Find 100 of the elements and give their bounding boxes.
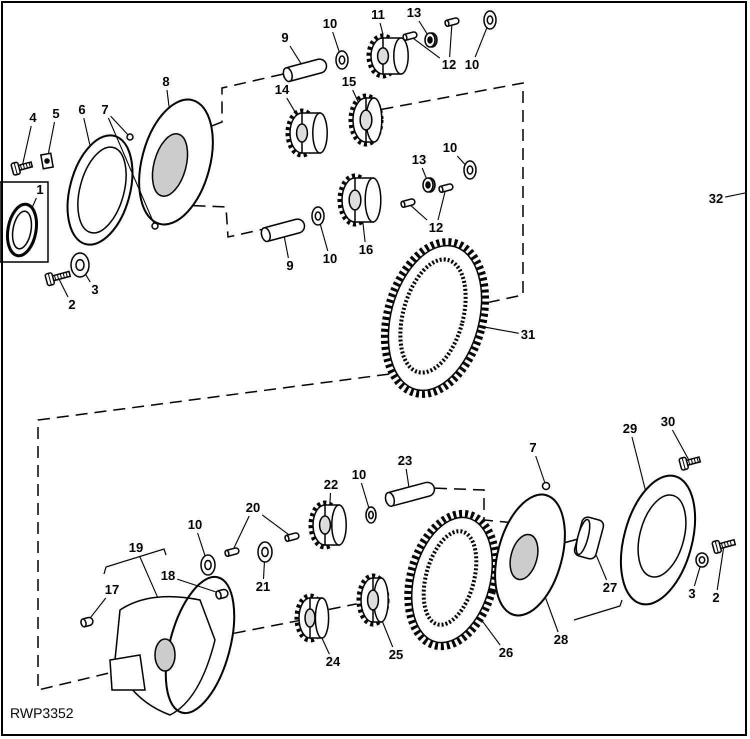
washer-drawing [365, 506, 377, 524]
washer-drawing [695, 552, 709, 568]
callout-number: 9 [280, 31, 290, 45]
bolt-drawing [678, 456, 702, 472]
dashed-assembly-line [37, 373, 390, 691]
gear-drawing [348, 94, 384, 146]
callout-number: 10 [322, 252, 338, 266]
leader-line [382, 622, 394, 648]
leader-line [90, 598, 106, 618]
leader-line [197, 532, 206, 556]
callout-number: 11 [370, 8, 386, 22]
callout-number: 1 [35, 183, 45, 197]
callout-number: 3 [90, 283, 100, 297]
leader-line [286, 98, 296, 112]
leader-line [32, 198, 37, 207]
leader-line [596, 555, 608, 580]
callout-number: 10 [464, 58, 480, 72]
ring-gear-drawing [404, 510, 500, 650]
callout-number: 10 [350, 468, 368, 482]
bolt-drawing [711, 538, 736, 554]
washer-drawing [70, 252, 90, 278]
callout-number: 13 [410, 153, 428, 167]
leader-line [22, 126, 32, 164]
callout-number: 6 [77, 103, 87, 117]
leader-line [322, 638, 330, 654]
leader-line [290, 46, 302, 64]
pin-drawing [400, 198, 416, 208]
roller-drawing [422, 177, 436, 193]
dashed-assembly-line [381, 82, 524, 304]
ring-gear-drawing [380, 238, 490, 398]
roller-drawing [424, 32, 438, 48]
leader-line [672, 430, 689, 460]
figure-code: RWP3352 [10, 705, 74, 721]
leader-line [422, 168, 427, 178]
pin-drawing [444, 16, 460, 28]
callout-number: 27 [602, 581, 618, 595]
leader-line [406, 468, 410, 486]
callout-number: 7 [100, 103, 110, 117]
callout-number: 15 [340, 75, 358, 89]
leader-line [449, 26, 452, 58]
leader-line [284, 237, 289, 258]
washer-drawing [311, 206, 325, 226]
callout-number: 26 [498, 646, 514, 660]
callout-number: 2 [67, 298, 77, 312]
leader-line [413, 38, 440, 59]
leader-line [234, 516, 250, 548]
callout-number: 31 [520, 328, 536, 342]
pin-drawing [224, 546, 240, 558]
leader-line [332, 32, 340, 52]
callout-number: 14 [274, 83, 290, 97]
callout-number: 28 [552, 633, 570, 647]
leader-line [437, 192, 446, 220]
callout-number: 29 [622, 422, 638, 436]
leader-line [85, 274, 91, 282]
pin-drawing [214, 588, 230, 600]
callout-number: 13 [406, 6, 422, 20]
leader-line [380, 22, 384, 34]
leader-line [362, 222, 366, 242]
leader-line [482, 621, 501, 646]
callout-number: 2 [711, 591, 721, 605]
callout-number: 19 [128, 541, 144, 555]
leader-line [262, 562, 265, 580]
leader-line [410, 205, 428, 220]
callout-number: 21 [254, 580, 272, 594]
dashed-assembly-line [434, 487, 508, 524]
callout-number: 8 [161, 75, 171, 89]
pin-drawing [284, 532, 300, 542]
bolt-drawing [44, 270, 72, 287]
callout-number: 3 [687, 587, 697, 601]
leader-line [725, 192, 746, 198]
leader-line [716, 548, 724, 590]
callout-number: 10 [322, 17, 338, 31]
callout-number: 18 [160, 569, 176, 583]
washer-drawing [335, 50, 349, 70]
cover-drawing [620, 474, 696, 606]
seal-ring-drawing [6, 202, 38, 258]
callout-number: 16 [358, 243, 374, 257]
callout-number: 10 [186, 518, 204, 532]
callout-number: 5 [51, 107, 61, 121]
leader-line [262, 514, 289, 535]
leader-line [485, 326, 519, 334]
ball-drawing [542, 482, 550, 490]
leader-line [320, 224, 328, 252]
plate-drawing [40, 152, 54, 170]
leader-line [83, 118, 90, 145]
leader-line [535, 456, 546, 482]
leader-line [139, 556, 158, 598]
ball-drawing [126, 133, 134, 141]
dashed-assembly-line [234, 620, 299, 634]
callout-number: 4 [28, 111, 38, 125]
plate-drawing [494, 494, 566, 616]
leader-line [418, 20, 428, 34]
leader-line [694, 567, 700, 586]
ball-drawing [151, 222, 159, 230]
washer-drawing [200, 554, 216, 576]
callout-number: 12 [440, 58, 458, 72]
callout-number: 10 [442, 141, 458, 155]
leader-line [108, 118, 154, 223]
gear-drawing [308, 500, 347, 550]
bolt-drawing [10, 161, 34, 176]
